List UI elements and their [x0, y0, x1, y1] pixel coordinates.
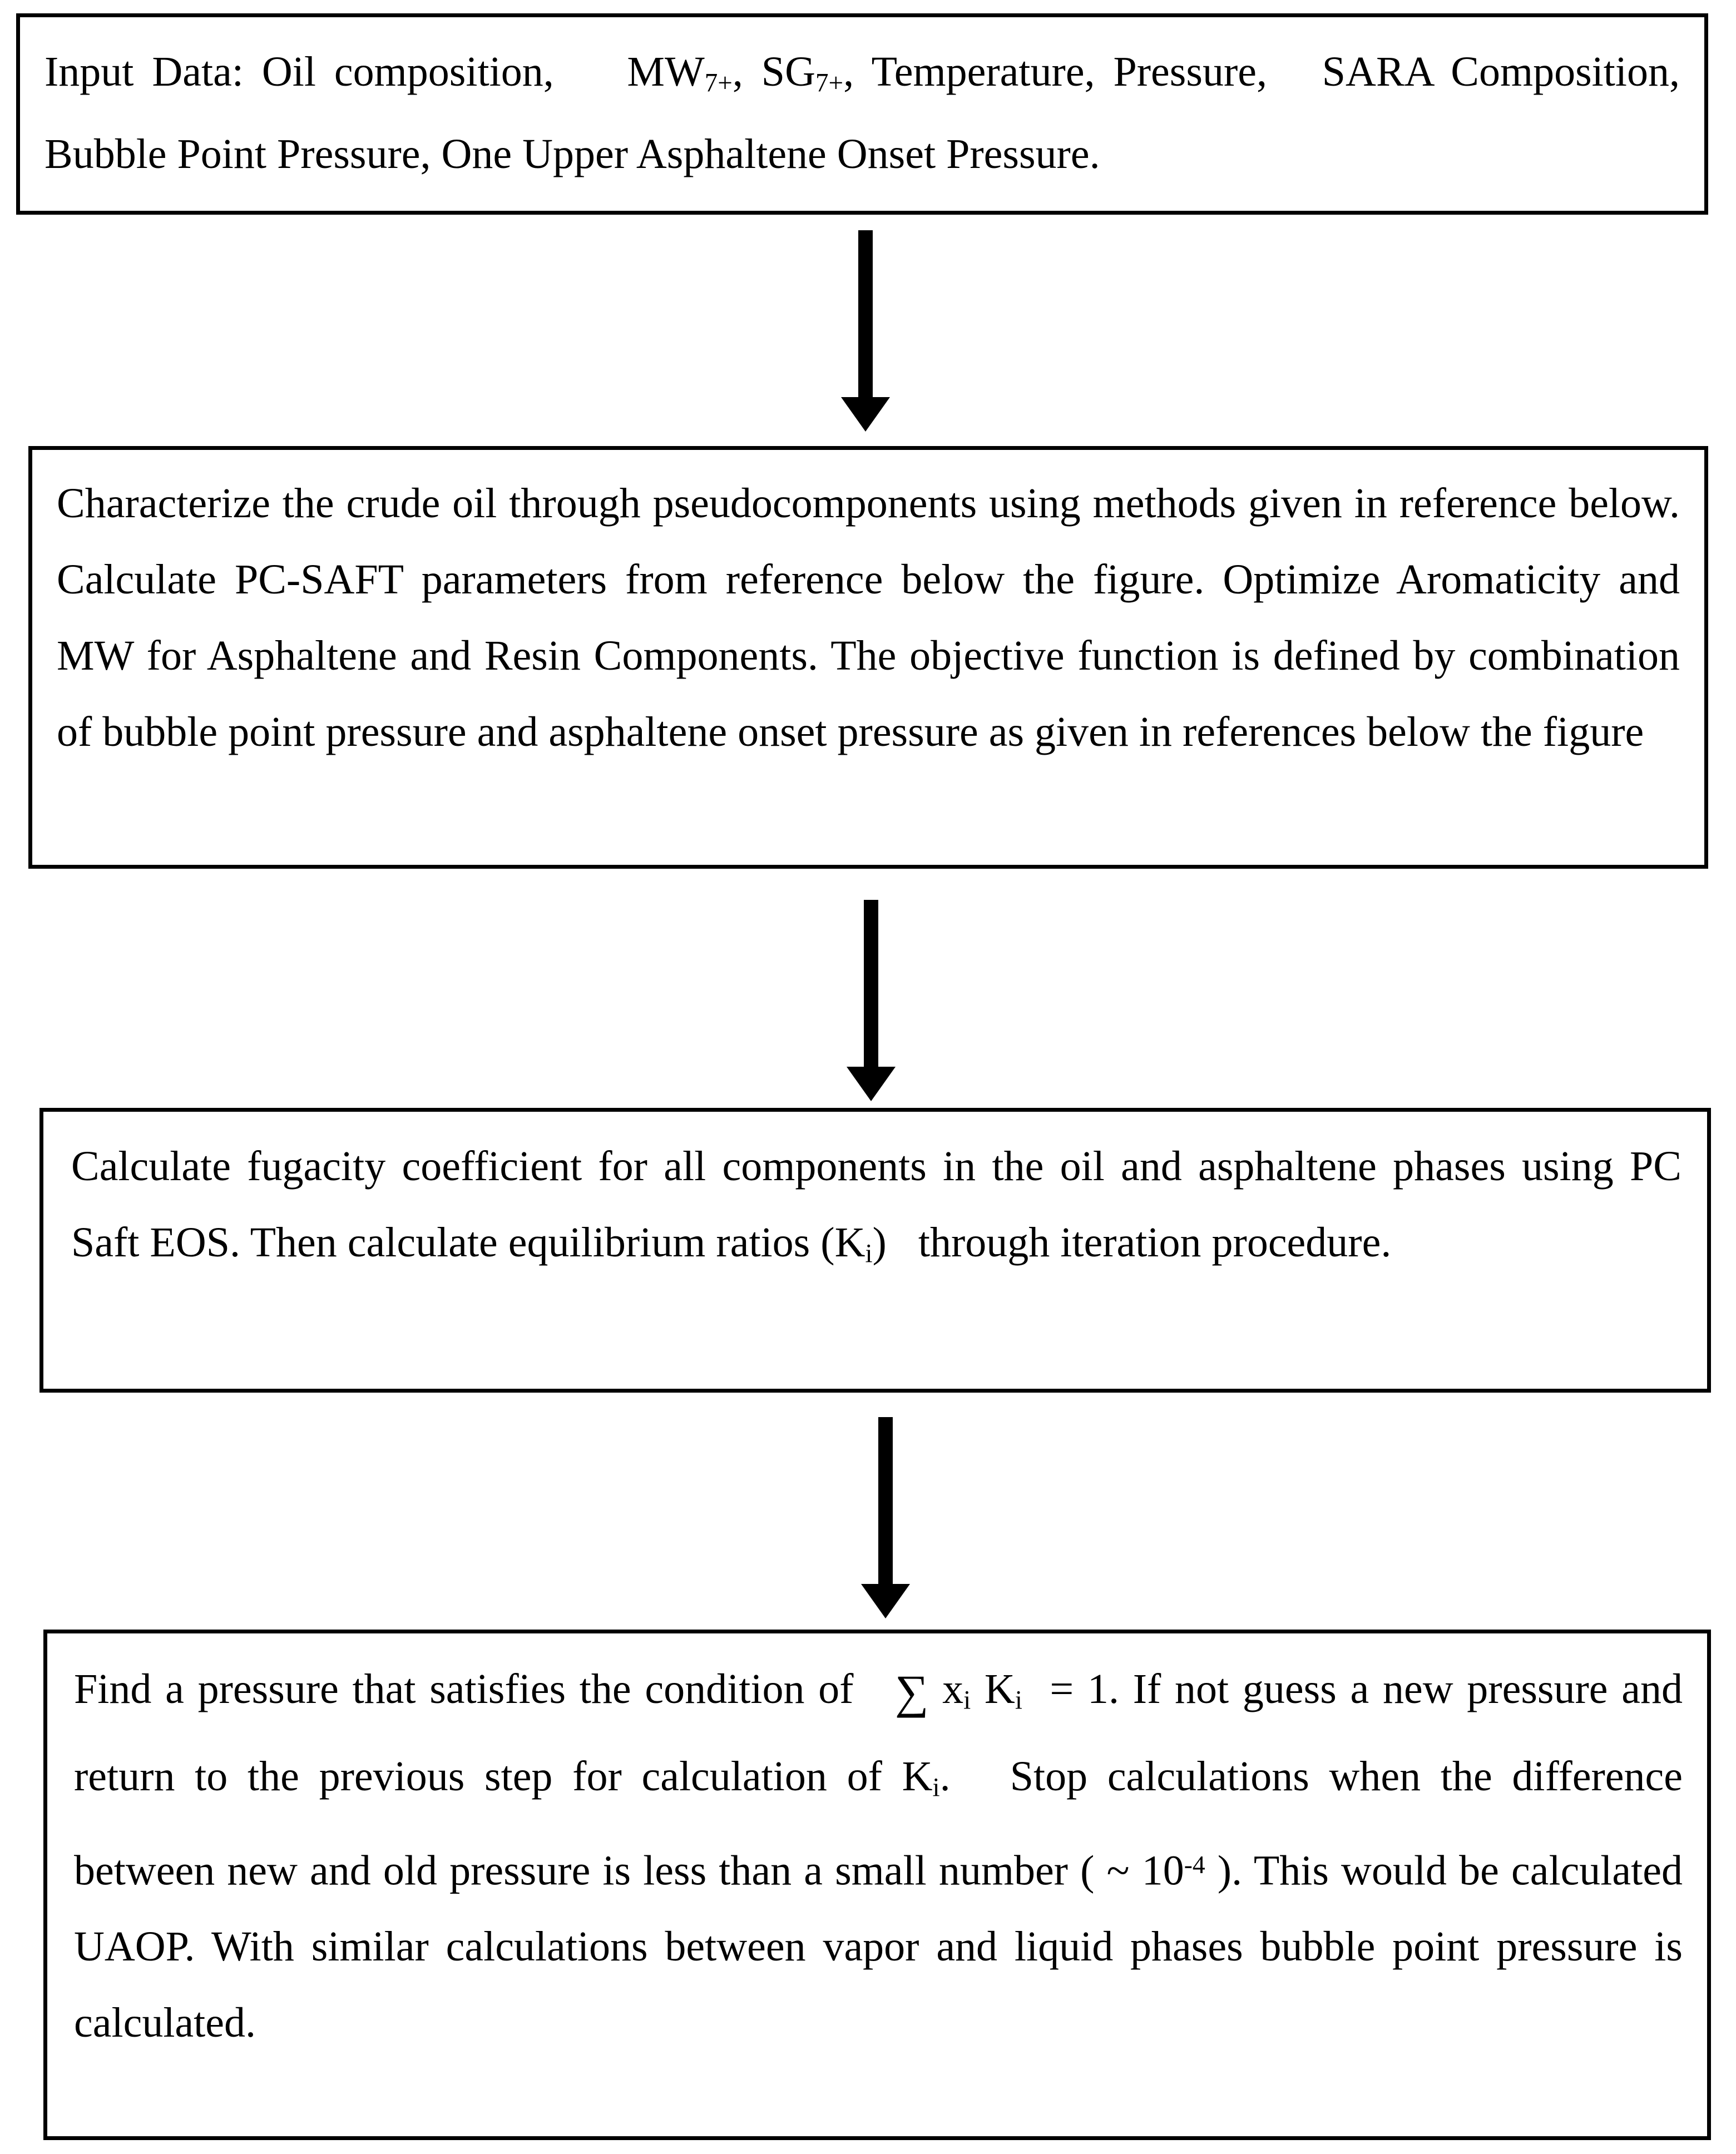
arrow-fugacity-to-find-pressure-icon: [861, 1417, 910, 1618]
flow-box-input-data-text: Input Data: Oil composition, MW7+, SG7+,…: [44, 48, 1690, 178]
subscript: i: [1015, 1686, 1022, 1715]
flow-box-characterize-crude-oil-text: Characterize the crude oil through pseud…: [57, 480, 1690, 755]
flow-box-characterize-crude-oil: Characterize the crude oil through pseud…: [28, 446, 1708, 869]
flow-box-input-data: Input Data: Oil composition, MW7+, SG7+,…: [16, 13, 1708, 215]
subscript: i: [932, 1773, 940, 1803]
subscript: 7+: [704, 68, 733, 98]
flow-box-find-pressure: Find a pressure that satisfies the condi…: [43, 1630, 1711, 2140]
subscript: 7+: [815, 68, 844, 98]
arrow-characterize-to-fugacity-icon: [847, 900, 896, 1101]
subscript: i: [963, 1686, 971, 1715]
flow-box-find-pressure-text: Find a pressure that satisfies the condi…: [74, 1666, 1694, 2047]
summation-icon: ∑: [894, 1666, 929, 1719]
superscript: -4: [1184, 1850, 1205, 1879]
flow-box-calculate-fugacity: Calculate fugacity coefficient for all c…: [39, 1108, 1711, 1393]
flow-box-calculate-fugacity-text: Calculate fugacity coefficient for all c…: [71, 1143, 1692, 1269]
subscript: i: [865, 1239, 873, 1269]
arrow-input-to-characterize-icon: [841, 230, 890, 432]
